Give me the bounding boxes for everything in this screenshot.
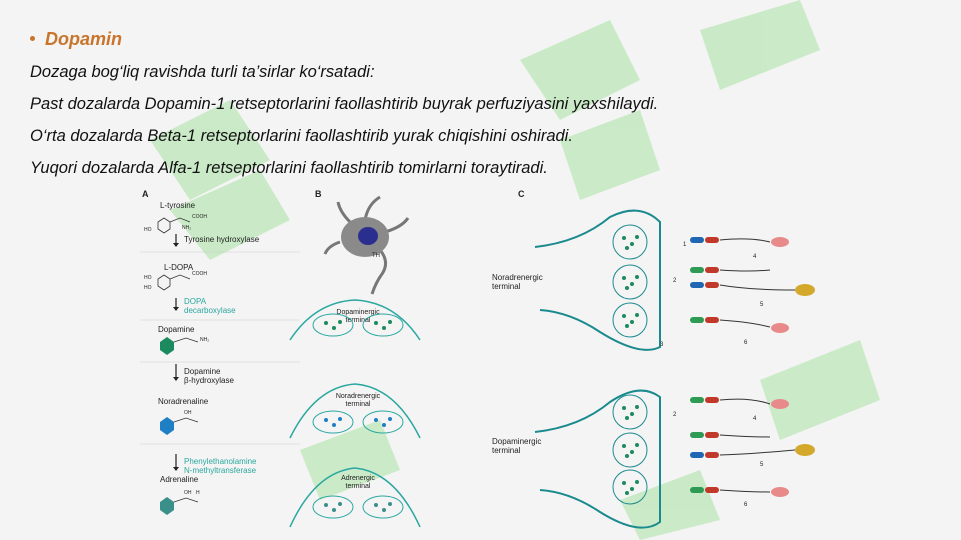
svg-text:4: 4 xyxy=(753,416,757,422)
group-ho: HO xyxy=(144,275,152,281)
panel-c-label: C xyxy=(518,189,525,199)
enzyme-tyrosine-hydroxylase: Tyrosine hydroxylase xyxy=(184,235,260,244)
vesicle xyxy=(362,495,404,519)
terminal-outline xyxy=(289,383,421,439)
panel-a-label: A xyxy=(142,189,149,199)
noradrenaline-ring xyxy=(160,417,174,435)
compound-l-dopa: L-DOPA xyxy=(164,263,194,272)
compound-noradrenaline: Noradrenaline xyxy=(158,397,209,406)
neuron-dendrites xyxy=(323,195,410,295)
dopamine-ring xyxy=(160,337,174,355)
slide-title: Dopamin xyxy=(30,29,122,50)
vesicle xyxy=(312,313,354,337)
group-h: H xyxy=(196,490,200,496)
group-cooh: COOH xyxy=(192,214,207,220)
vesicle xyxy=(312,495,354,519)
compound-dopamine: Dopamine xyxy=(158,325,195,334)
catecholamine-figure: A B C L-tyrosine COOH NH₂ HO Tyrosine hy… xyxy=(140,189,815,529)
neuron-nucleus xyxy=(358,227,378,245)
terminal-outline xyxy=(289,299,421,341)
group-nh2: NH₂ xyxy=(182,225,191,231)
panel-a: L-tyrosine COOH NH₂ HO Tyrosine hydroxyl… xyxy=(140,201,300,515)
svg-text:6: 6 xyxy=(744,502,748,508)
th-label: TH xyxy=(372,253,380,259)
svg-text:4: 4 xyxy=(753,254,757,260)
text-line-4: Yuqori dozalarda Alfa-1 retseptorlarini … xyxy=(30,159,548,177)
benzene-ring xyxy=(157,217,171,234)
text-line-1: Dozaga bog‘liq ravishda turli ta’sirlar … xyxy=(30,63,375,81)
vesicle xyxy=(362,410,404,434)
slide-title-text: Dopamin xyxy=(45,29,123,49)
svg-text:2: 2 xyxy=(673,412,677,418)
compound-l-tyrosine: L-tyrosine xyxy=(160,201,196,210)
dopaminergic-terminal-outline xyxy=(534,389,661,529)
receptor-cluster-bottom: 2 4 5 6 xyxy=(673,397,815,508)
vesicle xyxy=(312,410,354,434)
group-nh2: NH₂ xyxy=(200,337,209,343)
group-oh: OH xyxy=(184,410,192,416)
terminal-outline xyxy=(289,467,421,528)
svg-text:5: 5 xyxy=(760,462,764,468)
panel-b-label: B xyxy=(315,189,322,199)
text-line-3: O‘rta dozalarda Beta-1 retseptorlarini f… xyxy=(30,127,573,145)
vesicle xyxy=(362,313,404,337)
group-oh: OH xyxy=(184,490,192,496)
compound-adrenaline: Adrenaline xyxy=(160,475,199,484)
group-ho: HO xyxy=(144,285,152,291)
receptor-cluster-top: 1 2 3 4 5 6 xyxy=(660,237,815,348)
group-cooh: COOH xyxy=(192,271,207,277)
svg-text:1: 1 xyxy=(683,242,687,248)
bullet-dot xyxy=(30,35,35,41)
svg-text:6: 6 xyxy=(744,340,748,346)
svg-text:5: 5 xyxy=(760,302,764,308)
text-line-2: Past dozalarda Dopamin-1 retseptorlarini… xyxy=(30,95,659,113)
adrenaline-ring xyxy=(160,497,174,515)
svg-text:2: 2 xyxy=(673,278,677,284)
group-ho: HO xyxy=(144,227,152,233)
svg-text:3: 3 xyxy=(660,342,664,348)
noradrenergic-terminal-outline xyxy=(534,209,661,351)
